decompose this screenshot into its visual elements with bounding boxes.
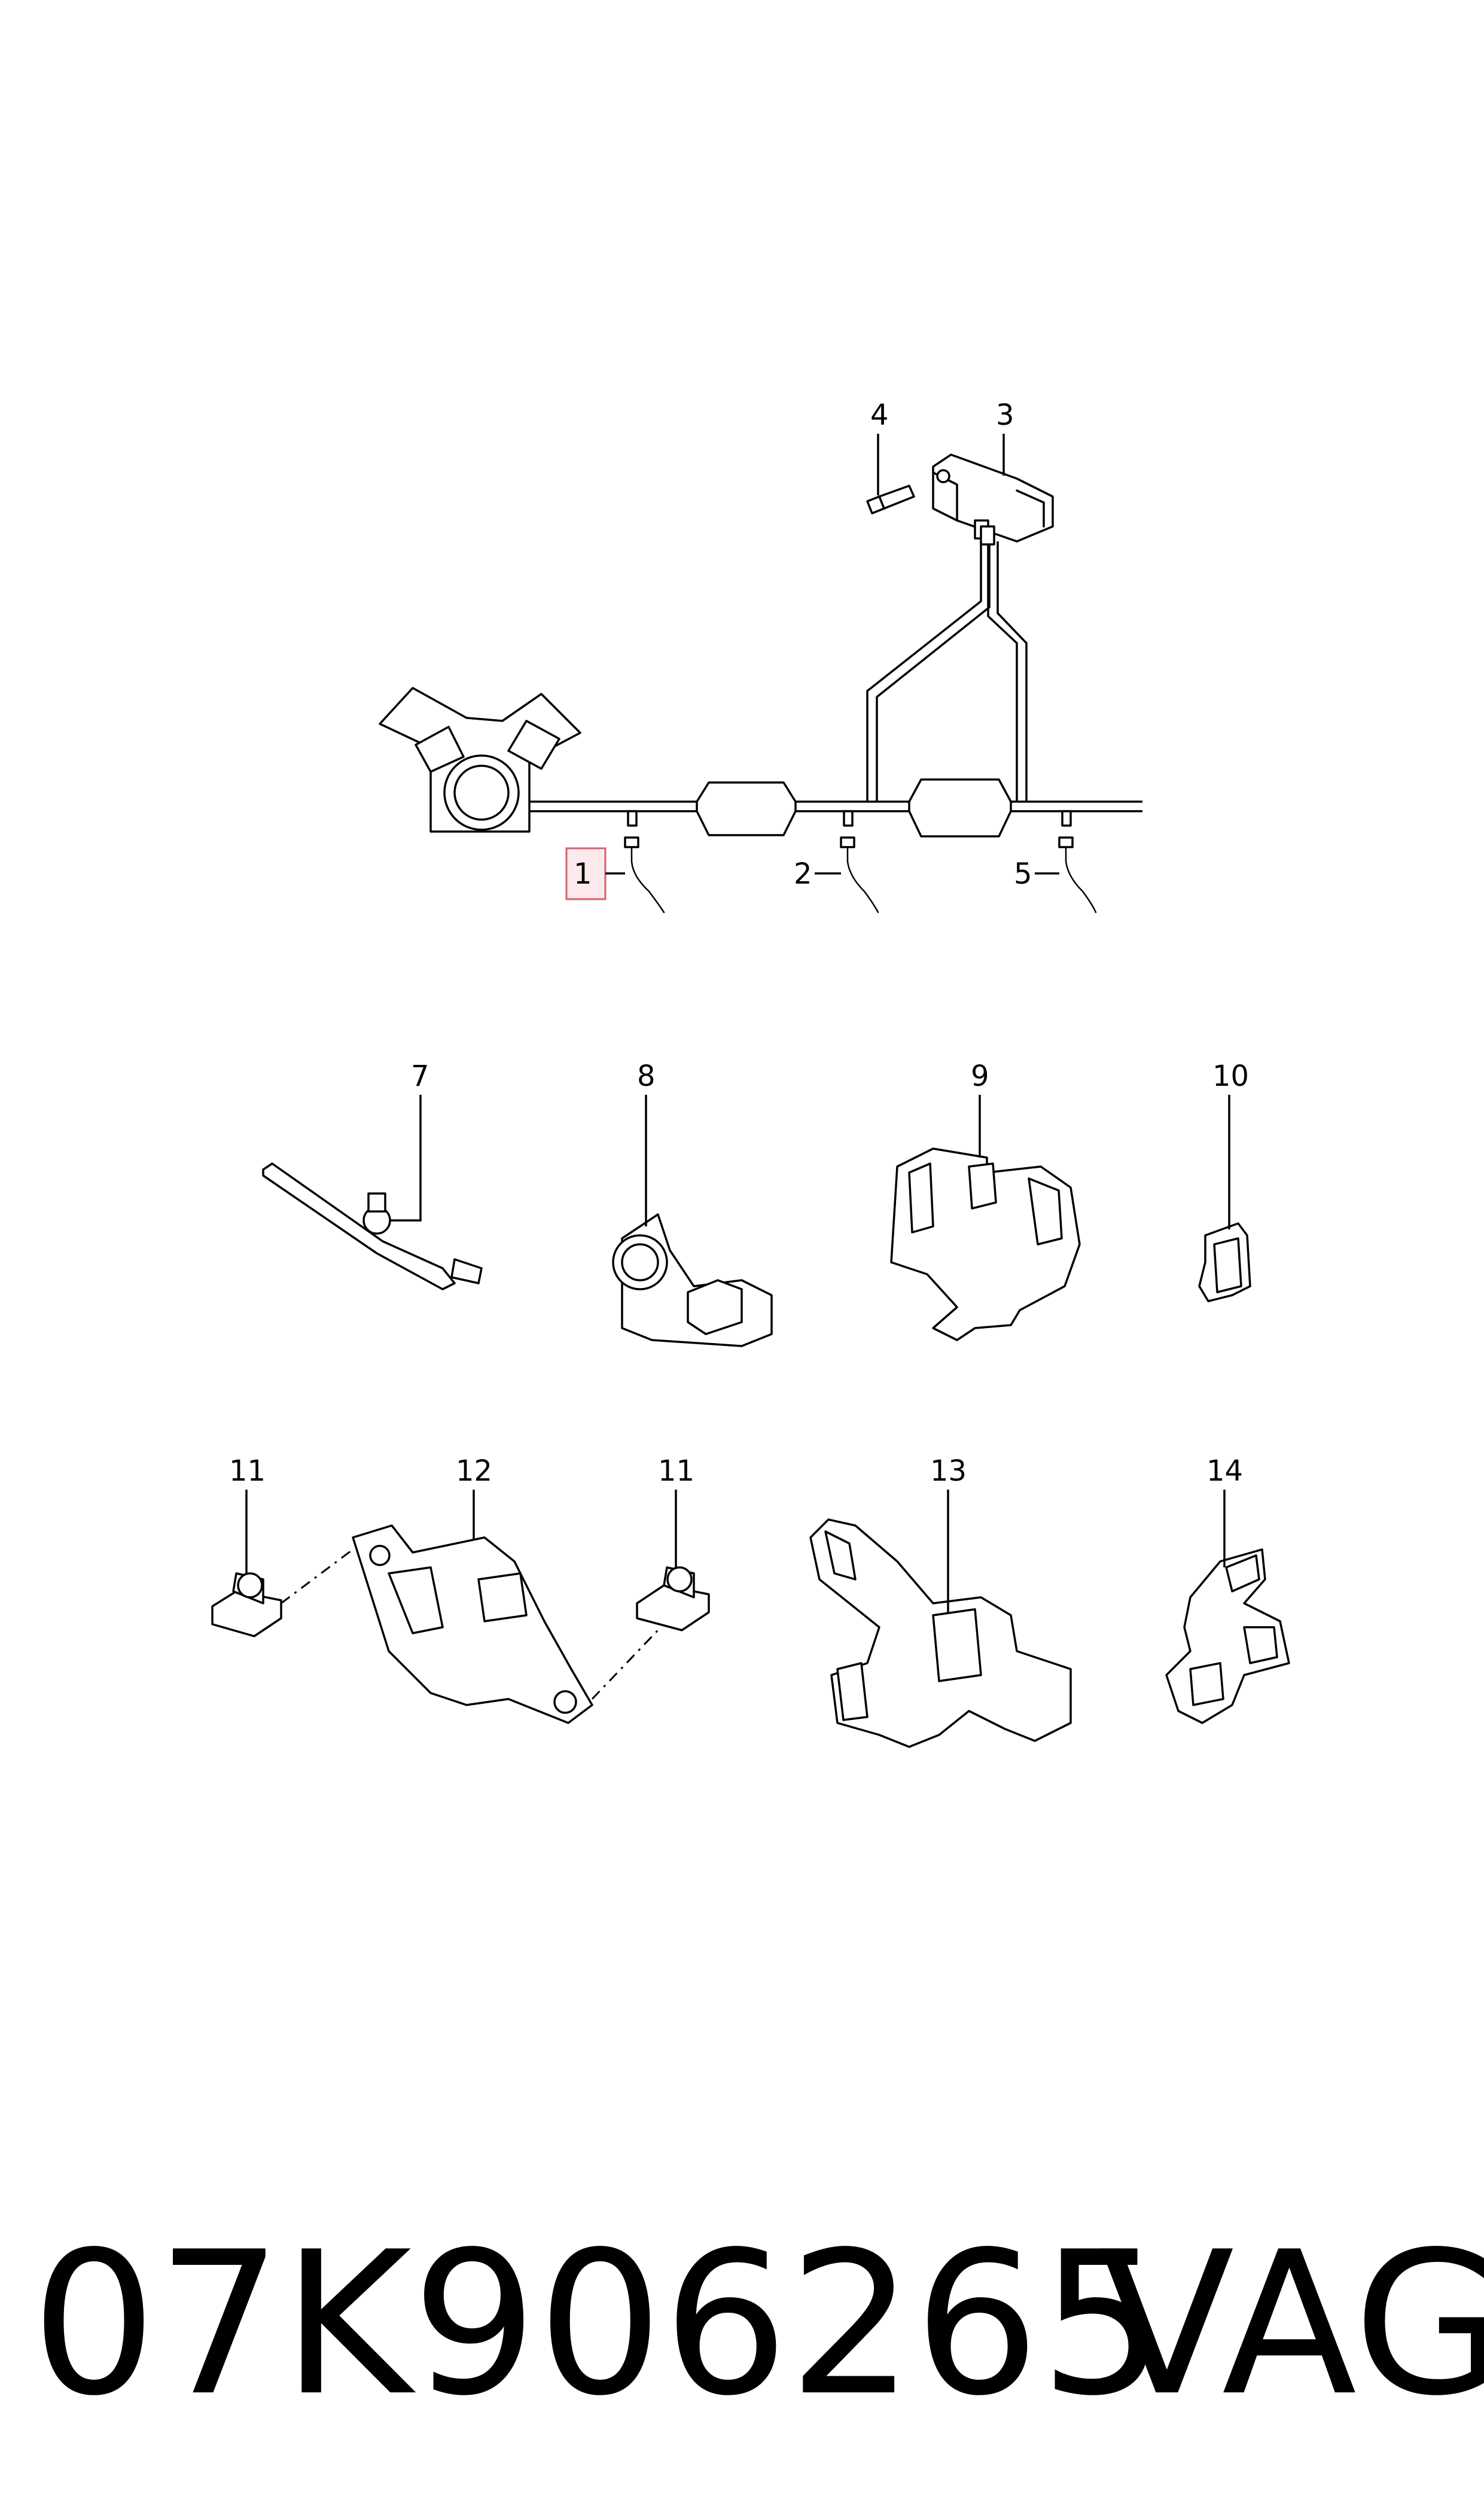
callout-7[interactable]: 7 [411, 1059, 429, 1093]
callout-14[interactable]: 14 [1206, 1454, 1243, 1488]
callout-2[interactable]: 2 [794, 857, 812, 891]
centerline-12-11b [591, 1629, 659, 1700]
leader-7 [390, 1095, 422, 1222]
bracket-12[interactable] [352, 1524, 593, 1724]
sensor-bolt[interactable] [866, 485, 915, 514]
clip-14[interactable] [1165, 1548, 1290, 1724]
temperature-sensor-5[interactable] [1058, 836, 1097, 914]
callout-4[interactable]: 4 [870, 398, 889, 432]
callout-5[interactable]: 5 [1014, 857, 1032, 891]
clip-nut-11a[interactable] [211, 1572, 282, 1637]
bracket-9[interactable] [890, 1147, 1081, 1341]
bracket-13[interactable] [809, 1518, 1072, 1748]
callout-12[interactable]: 12 [456, 1454, 492, 1488]
pressure-tubes [866, 541, 1028, 802]
callout-13[interactable]: 13 [930, 1454, 967, 1488]
differential-pressure-sensor[interactable] [932, 453, 1054, 546]
sensor-ports [627, 810, 1072, 827]
centerline-11a-12 [281, 1548, 354, 1604]
callout-8[interactable]: 8 [637, 1059, 656, 1093]
bracket-8[interactable] [612, 1213, 773, 1347]
callout-11a[interactable]: 11 [229, 1454, 266, 1488]
exhaust-pipe [529, 800, 1142, 812]
callout-9[interactable]: 9 [971, 1059, 989, 1093]
catalytic-converter-2 [908, 778, 1012, 838]
brand-name: VAG [1099, 2209, 1484, 2439]
clip-10[interactable] [1198, 1222, 1251, 1302]
callout-11b[interactable]: 11 [658, 1454, 694, 1488]
callout-1[interactable]: 1 [574, 857, 592, 891]
callout-1-highlight [565, 847, 607, 900]
temperature-sensor-2[interactable] [840, 836, 879, 914]
cable-tie[interactable] [262, 1162, 483, 1290]
engine-block [379, 687, 581, 833]
callout-3[interactable]: 3 [996, 398, 1014, 432]
part-number: 07K906265 [31, 2209, 1166, 2439]
temperature-sensor-1[interactable] [624, 836, 665, 914]
callout-10[interactable]: 10 [1212, 1059, 1249, 1093]
clip-nut-11b[interactable] [636, 1566, 710, 1631]
catalytic-converter-1 [696, 781, 797, 836]
